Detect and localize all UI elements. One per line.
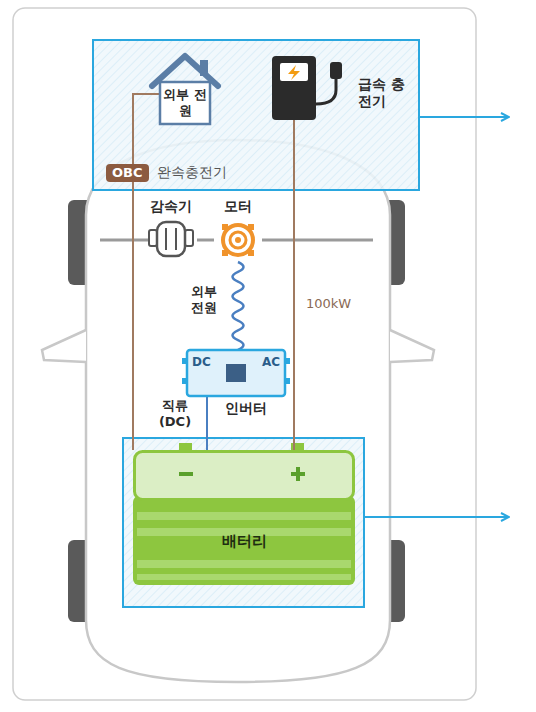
- node-label: 배터리: [133, 532, 355, 550]
- node-label: 외부 전원: [160, 87, 210, 118]
- node-label: 완속충전기: [157, 164, 227, 181]
- battery-region: [123, 438, 364, 607]
- car-body: [86, 140, 390, 682]
- connector: [206, 396, 208, 450]
- side-mirror: [390, 330, 434, 362]
- axle: [100, 239, 148, 242]
- motor: 모터: [214, 198, 262, 262]
- node-label: 감속기: [145, 198, 197, 215]
- battery-shape: [133, 450, 355, 585]
- connector: [197, 239, 214, 242]
- edge-label: 직류 (DC): [148, 398, 202, 429]
- connector: [293, 120, 295, 450]
- node-label: AC: [262, 355, 280, 369]
- node-label: 모터: [214, 198, 262, 215]
- battery-terminal: [291, 443, 304, 451]
- node-label: DC: [192, 355, 211, 369]
- battery-terminal: [179, 443, 192, 451]
- battery: 배터리: [133, 450, 355, 585]
- frame: [13, 8, 476, 700]
- callout-arrow: [419, 116, 508, 118]
- node-label: OBC: [106, 164, 149, 182]
- reducer: 감속기: [145, 198, 197, 260]
- power-source-house: 외부 전원: [148, 50, 222, 126]
- connector: [133, 94, 160, 450]
- fast-charger: 급속 충전기: [270, 52, 410, 124]
- side-mirror: [42, 330, 86, 362]
- inverter: DC AC 인버터: [182, 346, 290, 420]
- axle: [262, 239, 373, 242]
- node-label: 급속 충전기: [358, 76, 406, 110]
- charging-region: [93, 40, 419, 190]
- edge-label: 외부 전원: [186, 284, 222, 315]
- callout-arrow: [364, 516, 508, 518]
- node-label: 인버터: [202, 400, 290, 417]
- edge-label: 100kW: [306, 296, 351, 312]
- connector: [233, 262, 244, 350]
- onboard-charger: OBC 완속충전기: [106, 164, 227, 182]
